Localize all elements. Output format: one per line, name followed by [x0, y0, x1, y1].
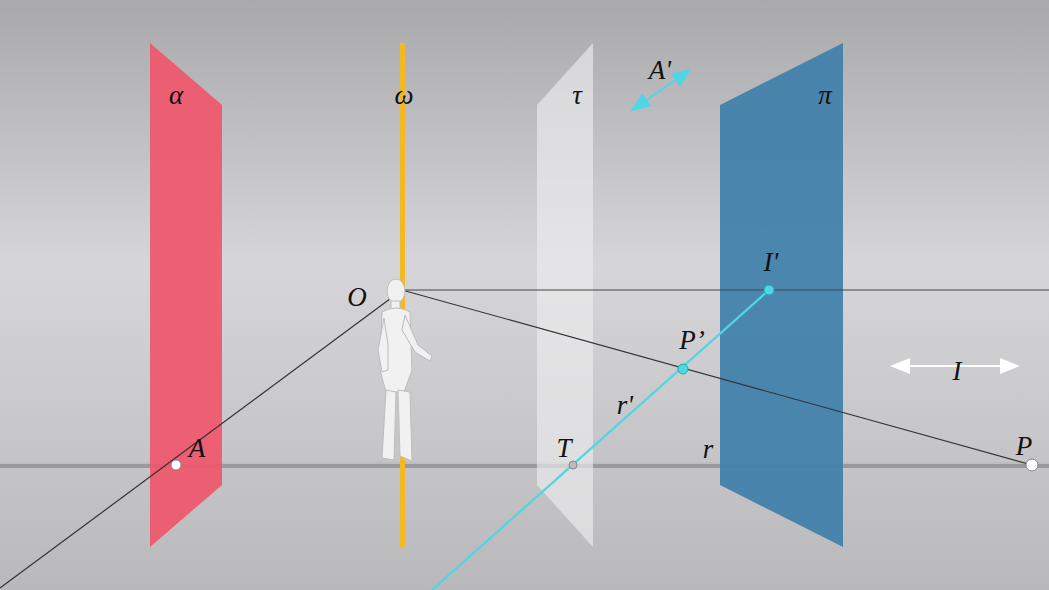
point-i-prime [764, 285, 774, 295]
human-figure [378, 279, 432, 461]
plane-label: α [169, 82, 183, 109]
plane-label: ω [394, 82, 413, 109]
point-label: P [1016, 433, 1033, 460]
plane-pi [720, 43, 843, 547]
point-label: I' [764, 249, 779, 276]
plane-label: π [818, 82, 832, 109]
plane-alpha [150, 43, 222, 547]
direction-label: I [953, 358, 962, 385]
direction-label: A' [649, 57, 671, 84]
point-label: P’ [679, 327, 704, 354]
point-label: O [347, 284, 367, 311]
sight-line [402, 290, 1032, 465]
point-label: T [556, 435, 571, 462]
point-t [569, 461, 577, 469]
horizon-line [402, 289, 1049, 290]
sight-line [0, 290, 402, 588]
point-a [171, 460, 181, 470]
line-label: r' [617, 392, 633, 419]
point-p-prime [678, 364, 688, 374]
point-p [1026, 459, 1038, 471]
plane-label: τ [572, 82, 582, 109]
image-line [432, 290, 769, 590]
line-label: r [703, 436, 714, 463]
point-label: A [189, 435, 206, 462]
